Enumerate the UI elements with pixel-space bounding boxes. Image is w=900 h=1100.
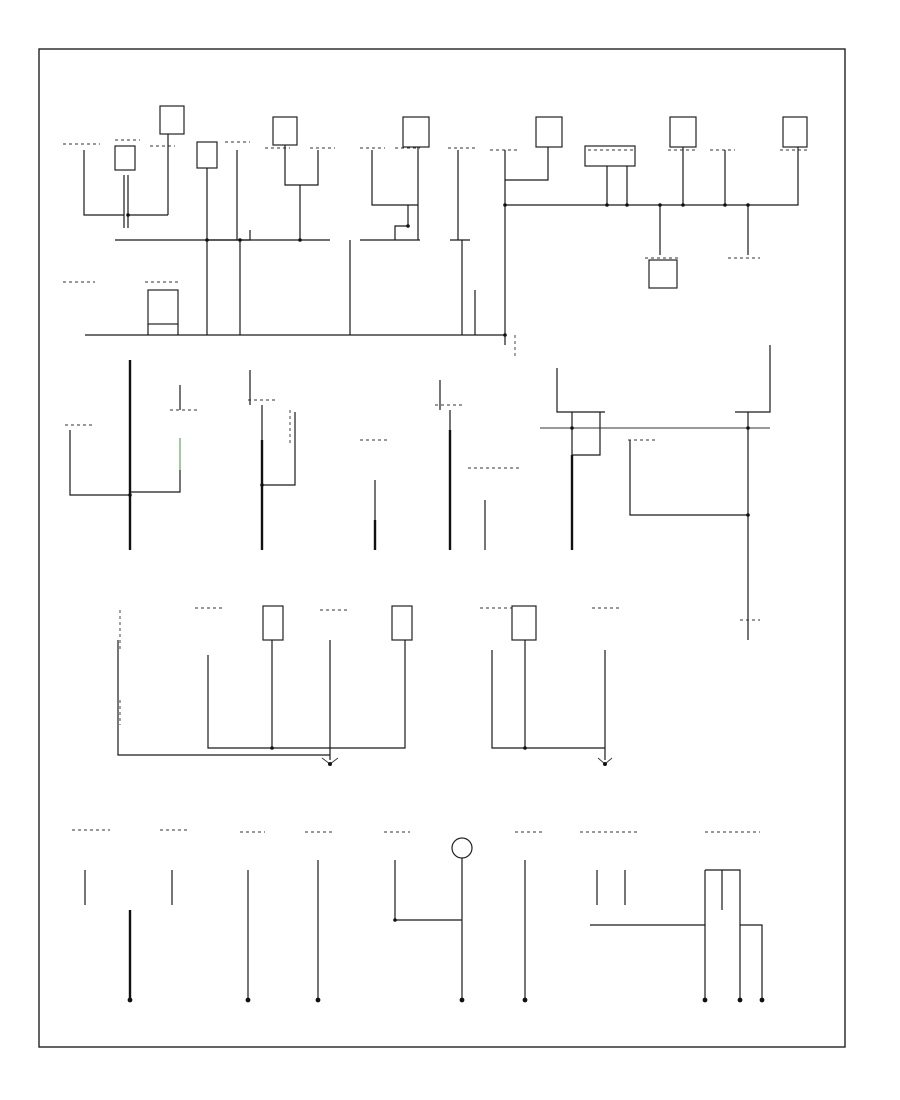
wire: [439, 380, 451, 550]
wire: [629, 440, 748, 516]
diagram-frame: [38, 48, 846, 1048]
wire: [284, 145, 319, 240]
wire: [371, 147, 419, 240]
wire: [394, 905, 462, 921]
wire: [130, 385, 181, 493]
splice-points: [270, 746, 607, 766]
component-box: [669, 116, 697, 148]
connector-outline: [72, 829, 760, 833]
component-box: [391, 605, 413, 641]
component-box: [648, 259, 678, 289]
section-4: [72, 829, 765, 1003]
ground-points: [127, 918, 765, 1003]
component-box: [159, 105, 185, 135]
wire: [147, 290, 476, 335]
connector-outline: [628, 439, 760, 621]
wire: [262, 412, 296, 486]
wire: [735, 345, 771, 640]
wire: [83, 150, 129, 228]
component-box: [272, 116, 298, 146]
component-box: [584, 145, 636, 167]
component-box: [262, 605, 284, 641]
connector-outline: [119, 607, 620, 725]
component-box: [114, 145, 136, 171]
wire: [704, 869, 763, 1000]
component-box: [196, 141, 218, 169]
connector-outline: [63, 139, 810, 151]
splice-points: [126, 203, 750, 337]
wire: [450, 150, 470, 241]
section-top: [63, 105, 810, 358]
wire: [117, 640, 330, 756]
wire: [69, 430, 130, 496]
wire: [207, 640, 406, 760]
component-box: [782, 116, 808, 148]
component-box: [511, 605, 537, 641]
component-circle: [451, 837, 473, 859]
wire: [128, 134, 169, 216]
section-3: [117, 605, 620, 766]
connector-outline: [248, 399, 291, 445]
component-box: [147, 289, 179, 325]
wire: [659, 205, 749, 255]
component-box: [402, 116, 430, 148]
section-2: [65, 345, 771, 640]
splice-points: [128, 426, 750, 517]
wire: [556, 368, 605, 550]
wire: [590, 870, 705, 926]
wire: [491, 640, 606, 760]
wire: [504, 147, 799, 206]
component-box: [535, 116, 563, 148]
wire: [249, 370, 263, 550]
wire: [206, 240, 463, 335]
wire: [84, 858, 526, 1000]
